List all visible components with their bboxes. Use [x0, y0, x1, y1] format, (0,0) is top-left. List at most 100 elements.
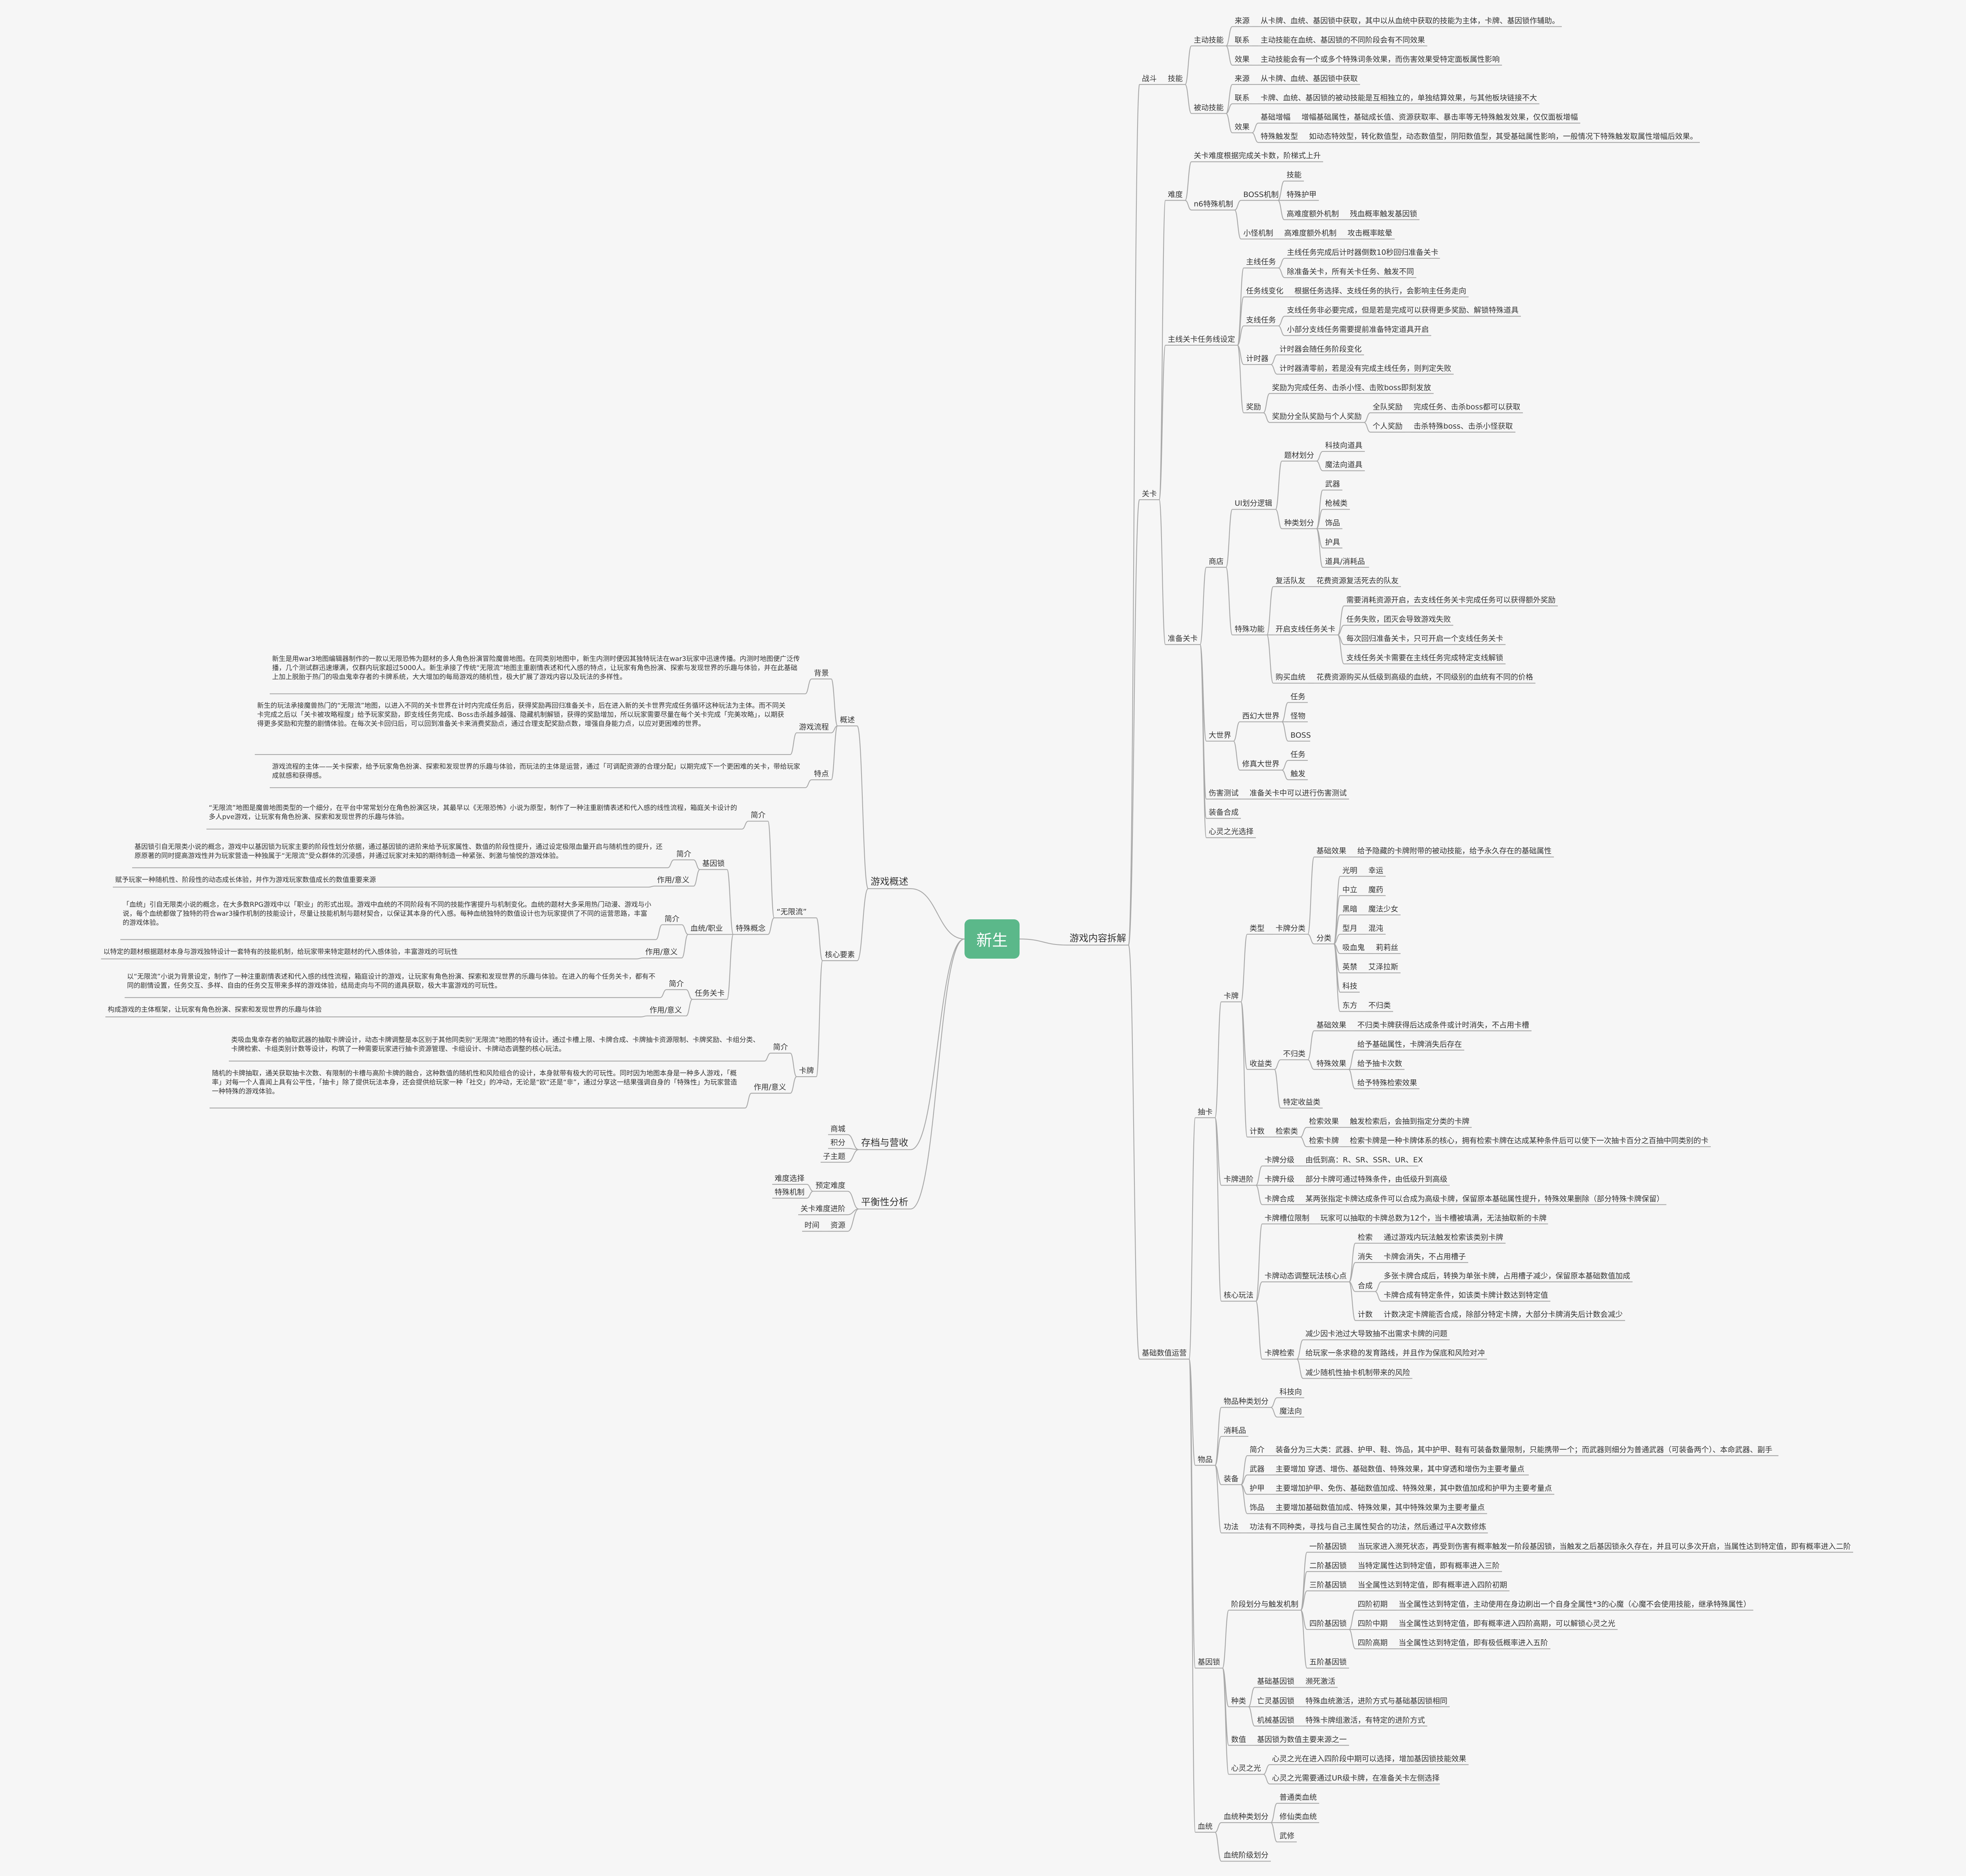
node-label[interactable]: 基础基因锁 [1257, 1677, 1295, 1686]
node-label[interactable]: 减少因卡池过大导致抽不出需求卡牌的问题 [1305, 1329, 1448, 1338]
node-label[interactable]: 抽卡 [1198, 1107, 1213, 1116]
node-label[interactable]: 魔法少女 [1368, 904, 1399, 913]
node-label[interactable]: 联系 [1235, 94, 1250, 103]
node-label[interactable]: 检索类 [1276, 1127, 1298, 1136]
node-label[interactable]: 机械基因锁 [1257, 1716, 1295, 1725]
node-label[interactable]: 卡牌、血统、基因锁的被动技能是互相独立的，单独结算效果，与其他板块链接不大 [1261, 94, 1537, 103]
node-label[interactable]: 关卡难度进阶 [801, 1204, 846, 1213]
node-label[interactable]: 装备 [1224, 1474, 1239, 1483]
node-label[interactable]: 花费资源复活死去的队友 [1316, 576, 1399, 585]
node-label[interactable]: 魔法向道具 [1325, 460, 1363, 469]
node-label[interactable]: 高难度额外机制 [1287, 209, 1339, 218]
node-label[interactable]: 卡牌合成有特定条件，如该类卡牌计数达到特定值 [1384, 1291, 1548, 1300]
node-label[interactable]: 型月 [1342, 924, 1358, 933]
node-label[interactable]: 高难度额外机制 [1284, 228, 1337, 237]
node-label[interactable]: 检索效果 [1309, 1117, 1339, 1126]
node-label[interactable]: 主动技能 [1194, 35, 1224, 44]
node-label[interactable]: 武器 [1250, 1465, 1265, 1474]
node-label[interactable]: 特殊机制 [775, 1188, 805, 1197]
node-label[interactable]: 个人奖励 [1373, 422, 1403, 431]
node-label[interactable]: 来源 [1235, 74, 1250, 83]
node-label[interactable]: 计时器会随任务阶段变化 [1279, 344, 1362, 353]
node-label[interactable]: 科技 [1342, 982, 1358, 991]
node-label[interactable]: 二阶基因锁 [1309, 1561, 1347, 1570]
node-label[interactable]: 道具/消耗品 [1325, 557, 1365, 566]
node-label[interactable]: 减少随机性抽卡机制带来的风险 [1305, 1368, 1410, 1377]
node-label[interactable]: 物品 [1198, 1455, 1213, 1464]
node-label[interactable]: 卡牌检索 [1265, 1349, 1295, 1358]
node-label[interactable]: 游戏内容拆解 [1070, 932, 1126, 944]
node-label[interactable]: 攻击概率眩晕 [1347, 228, 1393, 237]
node-label[interactable]: 多张卡牌合成后，转换为单张卡牌，占用槽子减少，保留原本基础数值加成 [1384, 1272, 1631, 1280]
node-label[interactable]: 种类划分 [1284, 518, 1314, 527]
node-label[interactable]: 核心玩法 [1224, 1291, 1254, 1300]
node-label[interactable]: 光明 [1342, 866, 1358, 875]
node-label[interactable]: 当玩家进入濒死状态，再受到伤害有概率触发一阶段基因锁，当触发之后基因锁永久存在，… [1358, 1542, 1851, 1551]
node-label[interactable]: 简介 [1250, 1445, 1265, 1454]
node-label[interactable]: 作用/意义 [645, 948, 678, 957]
node-label[interactable]: 难度选择 [775, 1174, 805, 1183]
node-label[interactable]: 商店 [1209, 557, 1224, 566]
node-label[interactable]: 完成任务、击杀boss都可以获取 [1414, 402, 1521, 411]
node-label[interactable]: 支线任务关卡需要在主线任务完成特定支线解锁 [1346, 654, 1504, 663]
node-label[interactable]: 心灵之光需要通过UR级卡牌，在准备关卡左侧选择 [1272, 1773, 1440, 1782]
node-label[interactable]: 饰品 [1250, 1503, 1265, 1512]
node-label[interactable]: 三阶基因锁 [1309, 1580, 1347, 1589]
node-label[interactable]: 核心要素 [825, 950, 855, 959]
node-label[interactable]: 主要增加基础数值加成、特殊效果，其中特殊效果为主要考量点 [1276, 1503, 1485, 1512]
node-label[interactable]: 某两张指定卡牌达成条件可以合成为高级卡牌，保留原本基础属性提升，特殊效果删除（部… [1305, 1194, 1664, 1203]
node-label[interactable]: 积分 [830, 1138, 846, 1147]
node-label[interactable]: 联系 [1235, 35, 1250, 44]
root-node[interactable]: 新生 [965, 919, 1020, 959]
node-label[interactable]: 预定难度 [815, 1181, 846, 1190]
node-label[interactable]: 击杀特殊boss、击杀小怪获取 [1414, 422, 1513, 431]
node-label[interactable]: 枪械类 [1325, 499, 1348, 508]
node-label[interactable]: 部分卡牌可通过特殊条件，由低级升到高级 [1305, 1175, 1448, 1184]
node-label[interactable]: 作用/意义 [649, 1005, 682, 1014]
node-label[interactable]: 基础数值运营 [1142, 1349, 1187, 1358]
node-label[interactable]: 特殊概念 [736, 924, 766, 933]
node-label[interactable]: 特殊触发型 [1261, 132, 1298, 141]
node-label[interactable]: 东方 [1342, 1001, 1358, 1010]
node-label[interactable]: 给予抽卡次数 [1357, 1059, 1403, 1068]
node-label[interactable]: 奖励为完成任务、击杀小怪、击败boss即刻发放 [1272, 383, 1431, 392]
node-label[interactable]: 时间 [804, 1221, 820, 1230]
node-label[interactable]: 类型 [1250, 924, 1265, 933]
node-label[interactable]: 主动技能在血统、基因锁的不同阶段会有不同效果 [1261, 35, 1425, 44]
node-label[interactable]: 心灵之光在进入四阶段中期可以选择，增加基因锁技能效果 [1272, 1754, 1467, 1763]
node-label[interactable]: 卡牌分级 [1265, 1156, 1295, 1165]
node-label[interactable]: 以“无限流”小说为背景设定，制作了一种注重剧情表述和代入感的线性流程，箱庭设计的… [127, 972, 655, 990]
node-label[interactable]: 支线任务非必要完成，但是若是完成可以获得更多奖励、解锁特殊道具 [1287, 306, 1519, 315]
node-label[interactable]: 阶段划分与触发机制 [1231, 1600, 1299, 1609]
node-label[interactable]: 给予特殊检索效果 [1357, 1078, 1417, 1087]
node-label[interactable]: 任务 [1290, 750, 1306, 759]
node-label[interactable]: 当全属性达到特定值，即有概率进入四阶高期，可以解锁心灵之光 [1399, 1619, 1616, 1628]
node-label[interactable]: 种类 [1231, 1696, 1246, 1705]
node-label[interactable]: 作用/意义 [657, 876, 690, 885]
node-label[interactable]: 赋予玩家一种随机性、阶段性的动态成长体验，并作为游戏玩家数值成长的数值重要来源 [115, 876, 376, 884]
node-label[interactable]: n6特殊机制 [1194, 200, 1233, 209]
node-label[interactable]: 英禁 [1342, 963, 1358, 972]
node-label[interactable]: 花费资源购买从低级到高级的血统，不同级别的血统有不同的价格 [1316, 673, 1533, 682]
node-label[interactable]: 消失 [1358, 1252, 1373, 1261]
node-label[interactable]: 基础效果 [1316, 1020, 1347, 1029]
node-label[interactable]: 当特定属性达到特定值，即有概率进入三阶 [1358, 1561, 1500, 1570]
node-label[interactable]: 计数 [1250, 1127, 1265, 1136]
node-label[interactable]: BOSS机制 [1243, 190, 1279, 199]
node-label[interactable]: 武器 [1325, 480, 1340, 489]
node-label[interactable]: 当全属性达到特定值，即有极低概率进入五阶 [1399, 1639, 1548, 1648]
node-label[interactable]: 关卡难度根据完成关卡数，阶梯式上升 [1194, 151, 1321, 160]
node-label[interactable]: 主线任务 [1246, 258, 1276, 267]
node-label[interactable]: “无限流”地图是魔兽地图类型的一个细分，在平台中常常划分在角色扮演区块，其最早以… [209, 804, 737, 821]
node-label[interactable]: 科技向 [1279, 1387, 1302, 1396]
node-label[interactable]: 科技向道具 [1325, 441, 1363, 450]
node-label[interactable]: 作用/意义 [753, 1083, 786, 1092]
node-label[interactable]: 卡牌分类 [1276, 924, 1306, 933]
node-label[interactable]: 主线任务完成后计时器倒数10秒回归准备关卡 [1287, 248, 1439, 257]
node-label[interactable]: 需要消耗资源开启，去支线任务关卡完成任务可以获得额外奖励 [1346, 595, 1556, 604]
node-label[interactable]: 由低到高：R、SR、SSR、UR、EX [1305, 1156, 1423, 1165]
node-label[interactable]: 卡牌会消失，不占用槽子 [1384, 1252, 1466, 1261]
node-label[interactable]: 来源 [1235, 16, 1250, 25]
node-label[interactable]: 消耗品 [1224, 1426, 1246, 1435]
node-label[interactable]: 平衡性分析 [861, 1196, 908, 1208]
